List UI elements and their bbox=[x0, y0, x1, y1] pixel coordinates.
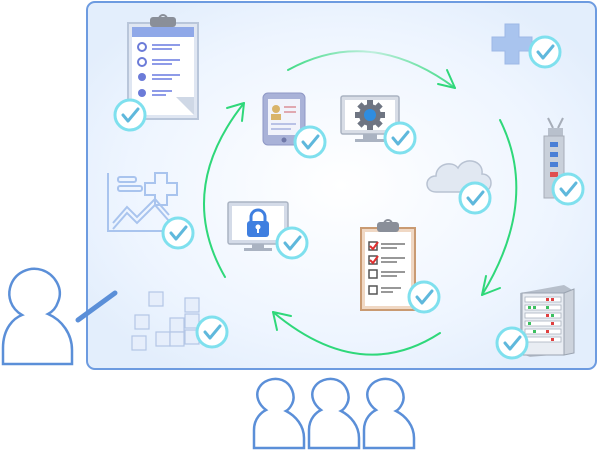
cycle-arrow-bottom bbox=[272, 311, 441, 356]
check-badge-tower bbox=[551, 172, 585, 206]
cycle-arrow-right bbox=[481, 119, 518, 296]
group-person-left bbox=[252, 377, 306, 450]
check-badge-checklist bbox=[407, 280, 441, 314]
check-badge-tablet bbox=[293, 125, 327, 159]
check-badge-monitor-gear bbox=[383, 121, 417, 155]
chart-plus-icon bbox=[107, 172, 178, 232]
check-badge-server bbox=[495, 326, 529, 360]
tablet-profile-icon bbox=[262, 92, 306, 146]
check-badge-cross bbox=[528, 35, 562, 69]
check-badge-chart bbox=[161, 216, 195, 250]
clipboard-checklist-icon bbox=[360, 219, 416, 311]
cycle-arrows bbox=[203, 50, 518, 356]
group-person-middle bbox=[307, 377, 361, 450]
group-icon bbox=[252, 377, 416, 450]
monitor-lock-icon bbox=[227, 201, 289, 251]
server-rack-icon bbox=[520, 285, 575, 357]
check-badge-cloud bbox=[458, 181, 492, 215]
cycle-arrow-left bbox=[203, 102, 245, 278]
monitor-gear-icon bbox=[340, 95, 400, 142]
pointer-stick bbox=[75, 290, 118, 323]
check-badge-clipboard bbox=[113, 98, 147, 132]
process-panel bbox=[86, 1, 597, 370]
person-icon bbox=[1, 267, 74, 366]
clipboard-list-icon bbox=[127, 14, 199, 120]
medical-cross-icon bbox=[491, 23, 533, 65]
group-person-right bbox=[362, 377, 416, 450]
cycle-arrow-top bbox=[287, 50, 456, 89]
check-badge-blocks bbox=[195, 315, 229, 349]
check-badge-lock bbox=[275, 226, 309, 260]
